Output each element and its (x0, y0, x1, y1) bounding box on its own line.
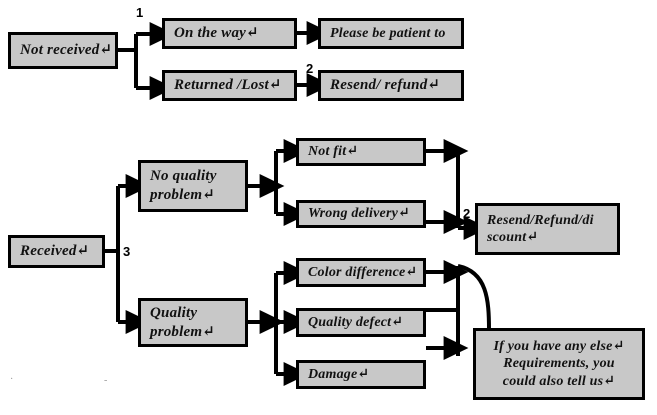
edge-not-received-trunk (118, 22, 175, 100)
node-wrong-delivery[interactable]: Wrong delivery↵ (296, 200, 426, 228)
node-quality-defect[interactable]: Quality defect↵ (296, 308, 426, 337)
node-resend-refund-label: Resend/ refund↵ (330, 77, 441, 94)
node-damage[interactable]: Damage↵ (296, 360, 426, 389)
edge-qualityproblem-split (248, 261, 309, 386)
node-resend-refund-discount[interactable]: Resend/Refund/di scount↵ (475, 203, 620, 255)
node-any-else-requirements-label: If you have any else↵ Requirements, you … (493, 338, 625, 389)
node-returned-lost-label: Returned /Lost↵ (174, 77, 282, 94)
edge-label-3: 3 (123, 244, 131, 259)
node-resend-refund[interactable]: Resend/ refund↵ (318, 70, 464, 101)
node-received-label: Received↵ (20, 243, 90, 260)
artifact-smudge-dash: - (104, 375, 108, 386)
node-on-the-way[interactable]: On the way↵ (162, 18, 297, 49)
node-returned-lost[interactable]: Returned /Lost↵ (162, 70, 297, 101)
node-color-difference[interactable]: Color difference↵ (296, 258, 426, 287)
node-wrong-delivery-label: Wrong delivery↵ (308, 206, 410, 222)
node-any-else-requirements[interactable]: If you have any else↵ Requirements, you … (473, 328, 645, 400)
node-color-difference-label: Color difference↵ (308, 264, 418, 280)
node-quality-problem-label: Quality problem↵ (150, 304, 215, 340)
node-quality-defect-label: Quality defect↵ (308, 314, 404, 330)
edge-label-2-bottom: 2 (463, 206, 471, 221)
edge-noquality-split (248, 139, 309, 226)
node-not-received[interactable]: Not received↵ (8, 32, 118, 69)
node-on-the-way-label: On the way↵ (174, 25, 259, 42)
artifact-smudge-left: · (10, 374, 14, 385)
edge-notfit-to-resenddiscount (426, 139, 469, 228)
node-please-be-patient-label: Please be patient to (330, 25, 446, 41)
node-damage-label: Damage↵ (308, 366, 370, 382)
node-no-quality-problem-label: No quality problem↵ (150, 168, 217, 203)
node-received[interactable]: Received↵ (8, 235, 105, 268)
node-not-fit[interactable]: Not fit↵ (296, 138, 426, 166)
node-resend-refund-discount-label: Resend/Refund/di scount↵ (487, 212, 594, 246)
node-no-quality-problem[interactable]: No quality problem↵ (138, 160, 248, 212)
edge-label-1: 1 (136, 5, 144, 20)
edge-curve-to-requirements (457, 264, 491, 331)
edge-label-2-top: 2 (306, 61, 314, 76)
node-please-be-patient[interactable]: Please be patient to (318, 18, 464, 49)
node-not-received-label: Not received↵ (20, 42, 113, 59)
node-not-fit-label: Not fit↵ (308, 144, 359, 160)
node-quality-problem[interactable]: Quality problem↵ (138, 298, 248, 347)
